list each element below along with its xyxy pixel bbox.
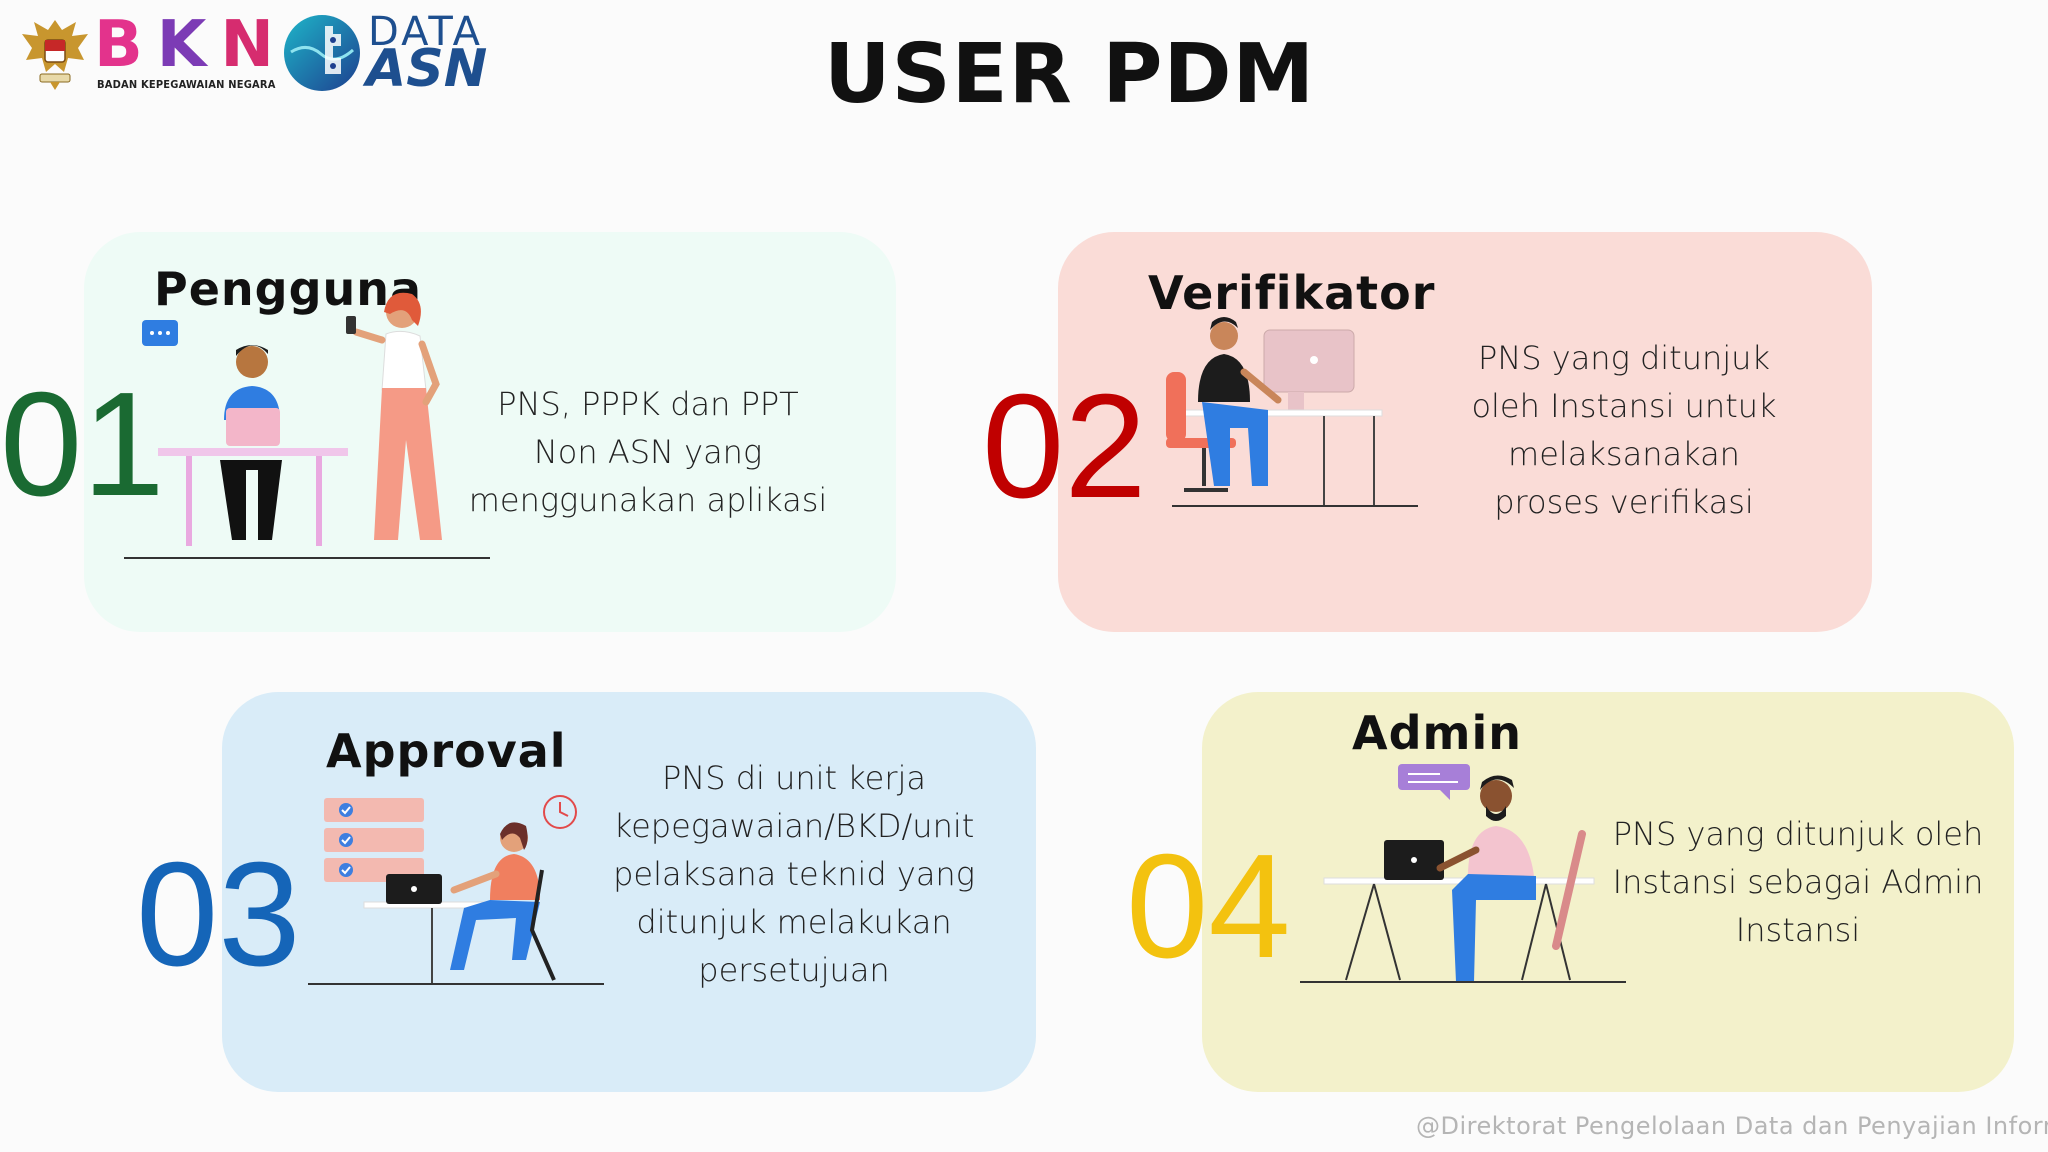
bkn-logo-subtitle: BADAN KEPEGAWAIAN NEGARA (97, 78, 276, 91)
card-approval-title: Approval (326, 724, 567, 778)
card-pengguna-description: PNS, PPPK dan PPT Non ASN yang menggunak… (460, 380, 836, 524)
garuda-emblem-logo (22, 20, 88, 90)
desc-line: menggunakan aplikasi (468, 481, 828, 519)
verifikator-illustration (1166, 317, 1418, 507)
desc-line: pelaksana teknid yang (613, 855, 975, 893)
bkn-letter-b: B (94, 8, 157, 82)
card-pengguna-title: Pengguna (154, 262, 423, 316)
pengguna-illustration (124, 292, 490, 559)
data-asn-globe-logo (284, 15, 360, 91)
desc-line: PNS di unit kerja (662, 759, 926, 797)
desc-line: persetujuan (698, 951, 890, 989)
data-asn-logo-line1: DATA (368, 9, 484, 55)
card-pengguna-number: 01 (0, 362, 165, 527)
card-approval (222, 692, 1036, 1092)
desc-line: Non ASN yang (533, 433, 763, 471)
footer-credit: @Direktorat Pengelolaan Data dan Penyaji… (1416, 1112, 2048, 1140)
card-verifikator-number: 02 (982, 364, 1147, 529)
card-admin-number: 04 (1126, 824, 1291, 989)
card-verifikator (1058, 232, 1872, 632)
desc-line: Instansi sebagai Admin (1612, 863, 1984, 901)
admin-illustration (1300, 764, 1626, 983)
desc-line: oleh Instansi untuk (1471, 387, 1777, 425)
card-verifikator-description: PNS yang ditunjuk oleh Instansi untuk me… (1434, 334, 1814, 526)
card-admin-title: Admin (1352, 706, 1522, 760)
card-admin-description: PNS yang ditunjuk oleh Instansi sebagai … (1608, 810, 1988, 954)
approval-illustration (308, 795, 604, 985)
card-verifikator-title: Verifikator (1148, 266, 1436, 320)
desc-line: proses verifikasi (1494, 483, 1754, 521)
bkn-logo-letters: BKN (94, 10, 288, 80)
desc-line: melaksanakan (1508, 435, 1740, 473)
desc-line: Instansi (1735, 911, 1861, 949)
desc-line: PNS, PPPK dan PPT (497, 385, 799, 423)
page-title: USER PDM (824, 27, 1316, 122)
desc-line: PNS yang ditunjuk oleh (1612, 815, 1984, 853)
card-approval-description: PNS di unit kerja kepegawaian/BKD/unit p… (604, 754, 984, 994)
desc-line: PNS yang ditunjuk (1478, 339, 1770, 377)
card-admin (1202, 692, 2014, 1092)
data-asn-logo-line2: ASN (366, 39, 488, 99)
bkn-letter-n: N (220, 8, 288, 82)
desc-line: ditunjuk melakukan (636, 903, 952, 941)
card-approval-number: 03 (136, 832, 301, 997)
bkn-letter-k: K (156, 8, 221, 82)
card-pengguna (84, 232, 896, 632)
desc-line: kepegawaian/BKD/unit (613, 807, 975, 845)
